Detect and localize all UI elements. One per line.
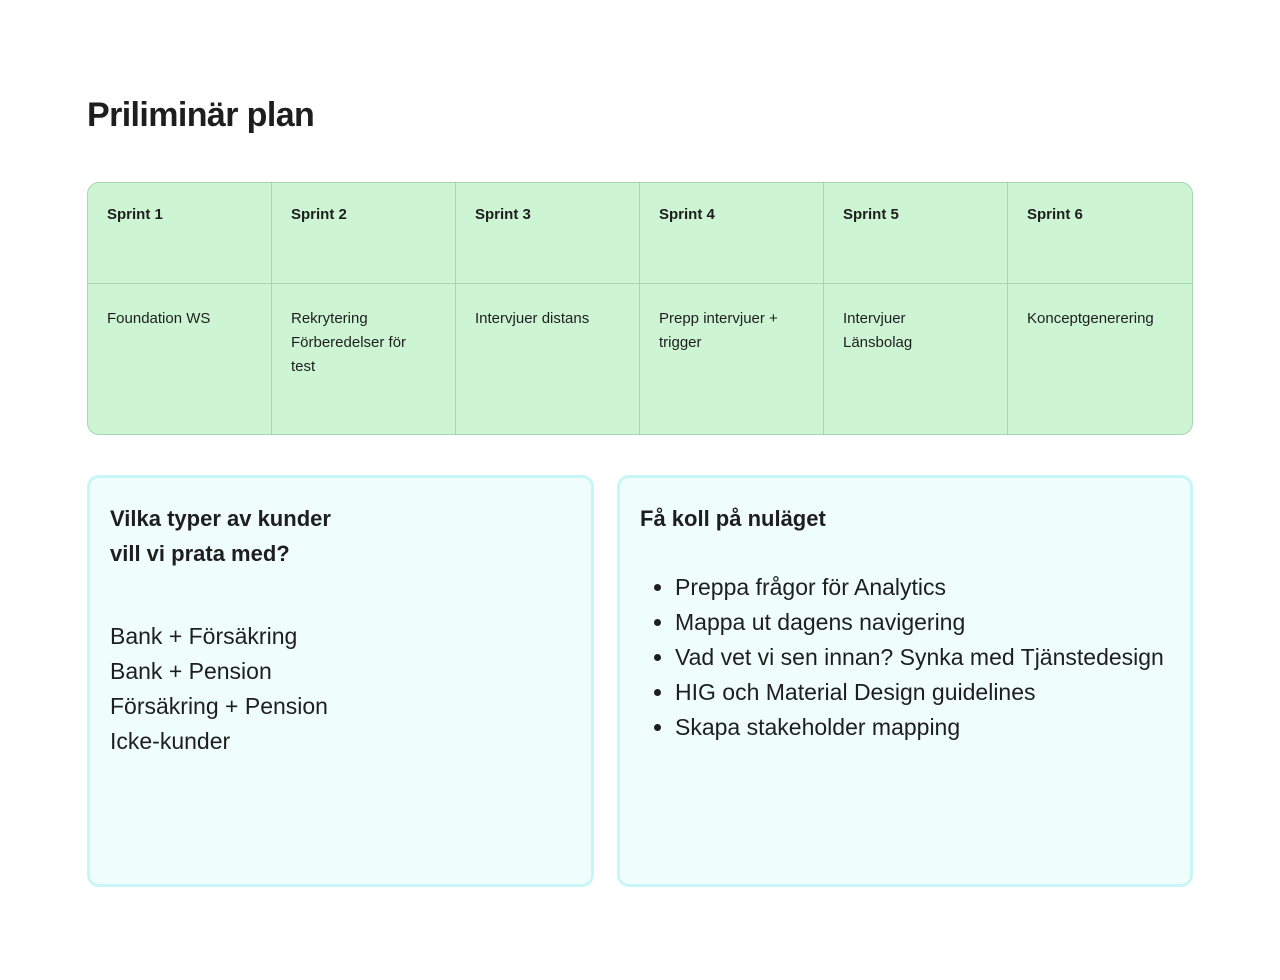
- sprint-cell-line: Foundation WS: [107, 310, 211, 327]
- list-item: Försäkring + Pension: [110, 693, 328, 719]
- list-item: HIG och Material Design guidelines: [675, 675, 1170, 710]
- heading-line: Vilka typer av kunder: [110, 506, 331, 531]
- sprint-column-2: Sprint 2 Rekrytering Förberedelser för t…: [272, 183, 456, 434]
- sprint-header: Sprint 5: [824, 183, 1007, 284]
- sprint-cell-line: Prepp intervjuer +: [659, 310, 778, 327]
- customer-types-list: Bank + Försäkring Bank + Pension Försäkr…: [110, 619, 571, 759]
- sprint-cell-line: Intervjuer distans: [475, 310, 590, 327]
- sprint-column-5: Sprint 5 Intervjuer Länsbolag: [824, 183, 1008, 434]
- sprint-cell: Rekrytering Förberedelser för test: [272, 284, 455, 434]
- customer-types-heading: Vilka typer av kunder vill vi prata med?: [110, 501, 571, 571]
- sprint-cell-line: Förberedelser för: [291, 334, 407, 351]
- list-item: Bank + Pension: [110, 658, 272, 684]
- sprint-header: Sprint 6: [1008, 183, 1192, 284]
- list-item: Preppa frågor för Analytics: [675, 570, 1170, 605]
- current-state-card: Få koll på nuläget Preppa frågor för Ana…: [617, 475, 1193, 887]
- sprint-cell: Prepp intervjuer + trigger: [640, 284, 823, 434]
- list-item: Vad vet vi sen innan? Synka med Tjänsted…: [675, 640, 1170, 675]
- sprint-cell-line: trigger: [659, 334, 702, 351]
- sprint-cell-line: Länsbolag: [843, 334, 913, 351]
- sprint-header: Sprint 2: [272, 183, 455, 284]
- list-item: Bank + Försäkring: [110, 623, 298, 649]
- current-state-list: Preppa frågor för Analytics Mappa ut dag…: [640, 570, 1170, 745]
- sprint-cell: Intervjuer distans: [456, 284, 639, 434]
- sprint-column-4: Sprint 4 Prepp intervjuer + trigger: [640, 183, 824, 434]
- sprint-header: Sprint 4: [640, 183, 823, 284]
- sprint-cell-line: Konceptgenerering: [1027, 310, 1154, 327]
- customer-types-card: Vilka typer av kunder vill vi prata med?…: [87, 475, 594, 887]
- list-item: Mappa ut dagens navigering: [675, 605, 1170, 640]
- current-state-heading: Få koll på nuläget: [640, 506, 826, 531]
- sprint-cell: Intervjuer Länsbolag: [824, 284, 1007, 434]
- sprint-column-3: Sprint 3 Intervjuer distans: [456, 183, 640, 434]
- list-item: Skapa stakeholder mapping: [675, 710, 1170, 745]
- heading-line: vill vi prata med?: [110, 541, 290, 566]
- list-item: Icke-kunder: [110, 728, 231, 754]
- sprint-cell-line: Intervjuer: [843, 310, 906, 327]
- sprint-cell: Konceptgenerering: [1008, 284, 1192, 434]
- sprint-header: Sprint 3: [456, 183, 639, 284]
- sprint-header: Sprint 1: [88, 183, 271, 284]
- sprint-cell: Foundation WS: [88, 284, 271, 434]
- page-title: Priliminär plan: [87, 96, 315, 134]
- sprint-plan-table: Sprint 1 Foundation WS Sprint 2 Rekryter…: [87, 182, 1193, 435]
- sprint-column-1: Sprint 1 Foundation WS: [88, 183, 272, 434]
- sprint-cell-line: Rekrytering: [291, 310, 368, 327]
- sprint-column-6: Sprint 6 Konceptgenerering: [1008, 183, 1192, 434]
- sprint-cell-line: test: [291, 358, 316, 375]
